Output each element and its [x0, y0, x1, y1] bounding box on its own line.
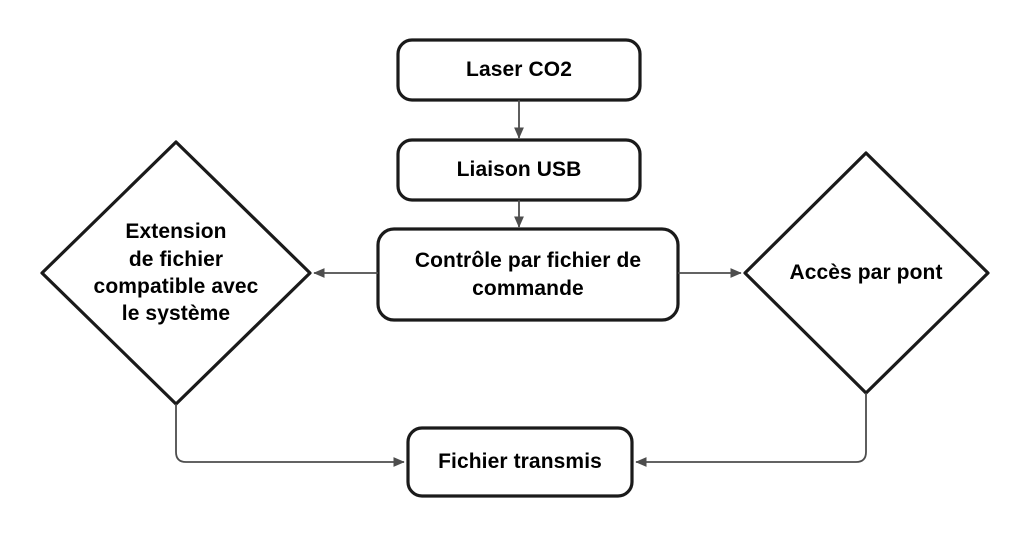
node-shape-liaison-usb[interactable]	[396, 138, 642, 202]
node-shape-extension-fichier-compatible[interactable]	[40, 140, 312, 406]
connector-acces-to-fichier	[635, 393, 867, 467]
node-shape-fichier-transmis[interactable]	[406, 426, 634, 498]
connector-extension-to-fichier	[175, 404, 405, 467]
node-shape-controle-fichier-commande[interactable]	[376, 227, 680, 322]
node-shape-laser-co2[interactable]	[396, 38, 642, 102]
node-shape-acces-par-pont[interactable]	[743, 151, 990, 395]
